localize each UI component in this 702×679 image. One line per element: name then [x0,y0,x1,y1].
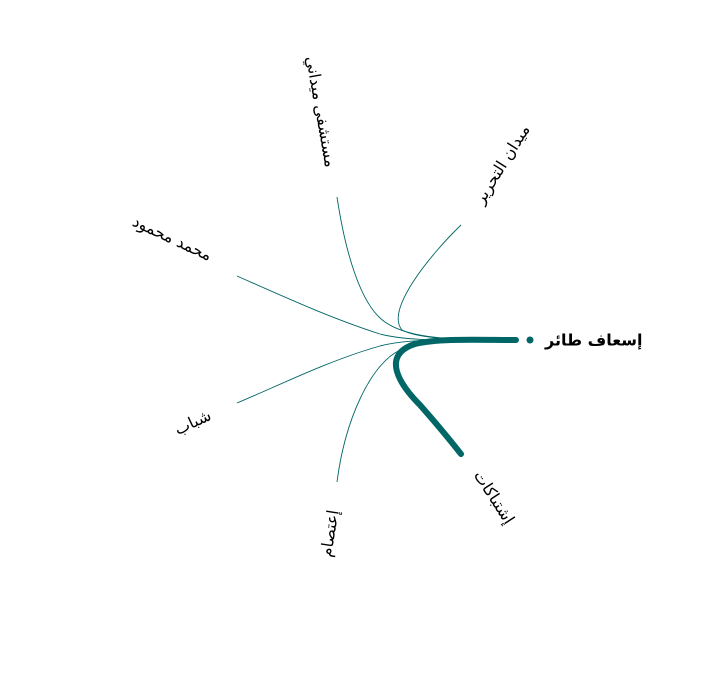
links-group [236,196,519,483]
focus-node-label: إسعاف طائر [544,331,642,350]
node-label-itisam: إعتصام [316,509,342,559]
focus-node-dot [526,336,534,344]
link-mohamed [236,275,517,341]
node-label-mohamed: محمد محمود [129,211,215,265]
node-label-shabab: شباب [171,405,214,438]
link-midan [397,224,517,341]
link-mostashfa [336,196,517,341]
link-ishtibakat [392,336,519,457]
labels-group: إسعاف طائر إشتباكات إعتصام شباب محمد محم… [129,55,642,559]
node-label-mostashfa: مستشفى ميداني [301,55,340,169]
node-label-midan: ميدان التحرير [469,121,534,208]
node-label-ishtibakat: إشتباكات [470,467,519,528]
